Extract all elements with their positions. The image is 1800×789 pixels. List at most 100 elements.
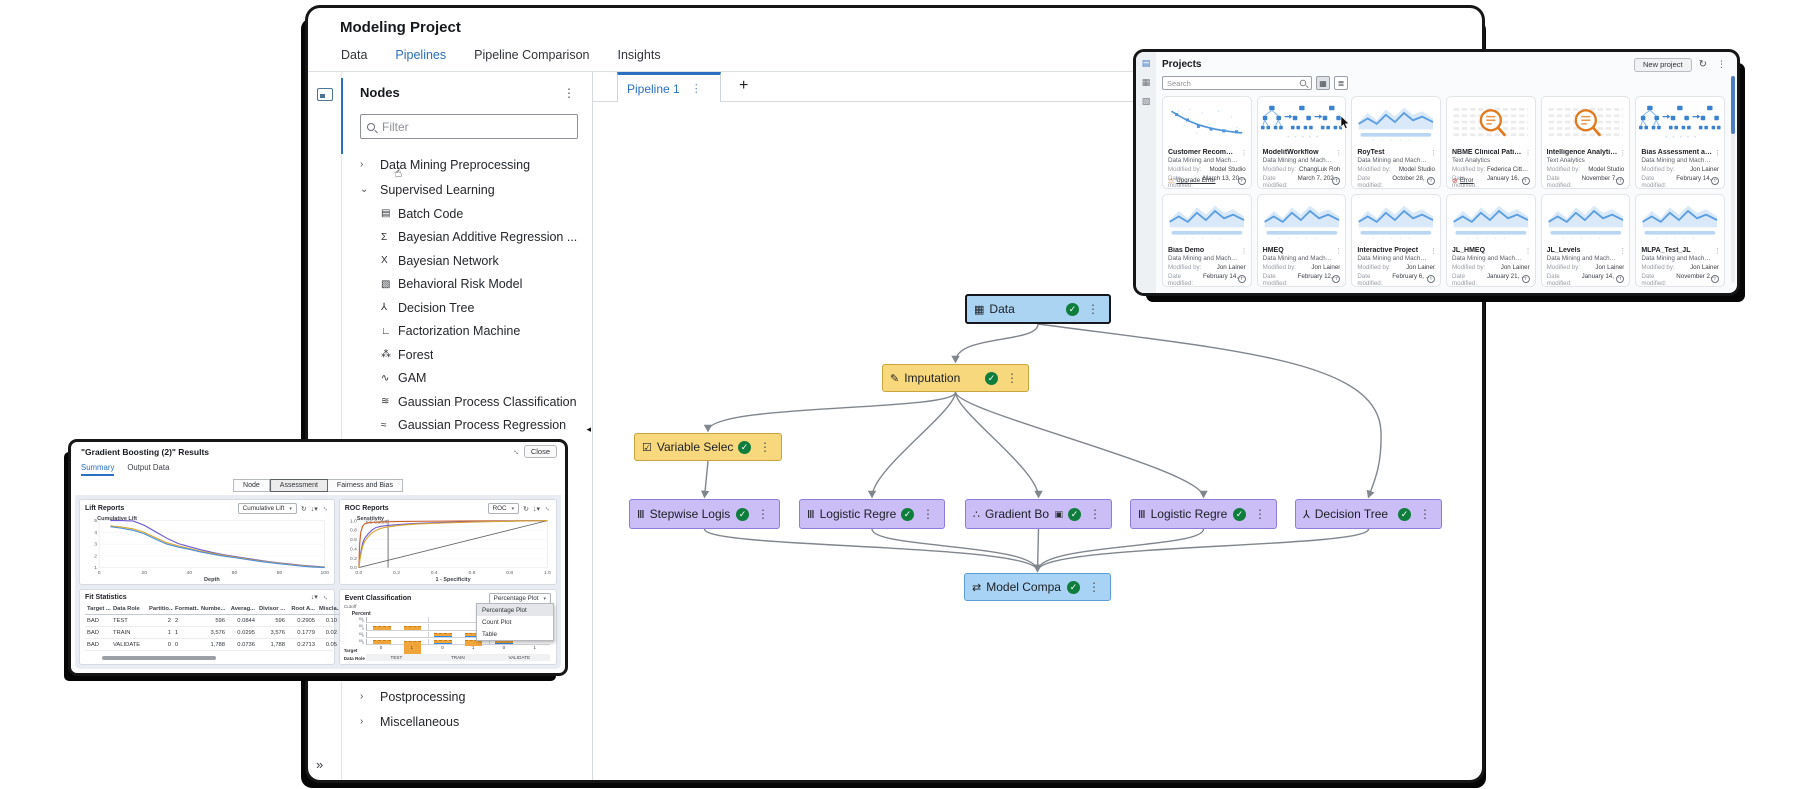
tab-data[interactable]: Data [341,48,368,62]
node-item-forest[interactable]: ⁂Forest [381,347,434,362]
node-menu-icon[interactable]: ⋮ [1254,507,1266,521]
pipeline-tab[interactable]: Pipeline 1 ⋮ [617,72,721,102]
info-icon[interactable]: i [1521,176,1530,185]
menu-item-percentage-plot[interactable]: Percentage Plot [477,604,553,617]
lift-select[interactable]: Cumulative Lift▾ [237,503,297,514]
projects-rail-icon-1[interactable]: ▤ [1141,58,1151,68]
node-group-postprocessing[interactable]: ›Postprocessing [360,689,466,704]
project-tile-menu-icon[interactable]: ⋮ [1240,150,1248,157]
node-menu-icon[interactable]: ⋮ [1006,371,1018,385]
project-tile[interactable]: Intelligence Analytics (Read-O... Text A… [1540,96,1631,189]
project-tile[interactable]: Bias Assessment and Mitigation Data Mini… [1635,96,1725,189]
expand-icon[interactable]: ↔ [542,503,553,514]
node-item-gam[interactable]: ∿GAM [381,371,427,386]
project-tile[interactable]: RoyTest Data Mining and Machine Learning… [1351,96,1441,189]
project-tile[interactable]: MLPA_Test_JL Data Mining and Machine Lea… [1635,194,1725,287]
project-tile-menu-icon[interactable]: ⋮ [1619,150,1627,157]
project-tile[interactable]: Interactive Project Data Mining and Mach… [1351,194,1441,287]
project-tile-menu-icon[interactable]: ⋮ [1335,150,1343,157]
node-item-gaussian-process-classification[interactable]: ≋Gaussian Process Classification [381,394,577,409]
project-tile-menu-icon[interactable]: ⋮ [1240,248,1248,255]
refresh-icon[interactable]: ↻ [1698,59,1707,70]
info-icon[interactable]: i [1521,274,1530,283]
project-tile[interactable]: Bias Demo Data Mining and Machine Learni… [1162,194,1252,287]
project-tile-menu-icon[interactable]: ⋮ [1524,150,1532,157]
menu-item-count-plot[interactable]: Count Plot [482,618,512,626]
projects-menu-icon[interactable]: ⋮ [1717,59,1726,69]
refresh-icon[interactable]: ↻ [300,505,307,513]
roc-select[interactable]: ROC▾ [487,503,520,514]
info-icon[interactable]: i [1237,176,1246,185]
project-tile[interactable]: HMEQ Data Mining and Machine Learning ⋮ … [1256,194,1347,287]
tab-pipeline-comparison[interactable]: Pipeline Comparison [474,48,590,62]
info-icon[interactable]: i [1710,274,1719,283]
project-tile[interactable]: NBME Clinical Patient Notes (R... Text A… [1445,96,1536,189]
info-icon[interactable]: i [1237,274,1246,283]
project-tile-menu-icon[interactable]: ⋮ [1429,150,1437,157]
node-group-data-mining-preprocessing[interactable]: ›Data Mining Preprocessing [360,157,531,172]
sidebar-resize-handle[interactable]: ◂ [586,424,591,434]
project-tile[interactable]: JL_HMEQ Data Mining and Machine Learning… [1445,194,1536,287]
tab-output-data[interactable]: Output Data [127,463,170,472]
projects-search-input[interactable] [1167,78,1299,88]
add-pipeline-button[interactable]: + [739,77,749,94]
node-item-behavioral-risk-model[interactable]: ▧Behavioral Risk Model [381,277,523,292]
project-tile-menu-icon[interactable]: ⋮ [1429,248,1437,255]
project-tile[interactable]: Customer Recommendation E... Data Mining… [1162,96,1252,189]
download-icon[interactable]: ↓▾ [310,594,318,602]
project-tile-menu-icon[interactable]: ⋮ [1619,248,1627,255]
node-menu-icon[interactable]: ⋮ [1419,507,1431,521]
node-menu-icon[interactable]: ⋮ [1087,302,1099,316]
pipeline-node-imputation[interactable]: ✎Imputation✓⋮ [882,364,1029,392]
pipeline-node-data[interactable]: ▦Data✓⋮ [965,294,1111,324]
chevron-right-icon[interactable]: › [360,716,364,727]
info-icon[interactable]: i [1426,176,1435,185]
download-icon[interactable]: ↓▾ [532,505,540,513]
project-tile-menu-icon[interactable]: ⋮ [1335,248,1343,255]
list-view-toggle[interactable]: ≣ [1334,76,1348,90]
info-icon[interactable]: i [1710,176,1719,185]
projects-scrollbar-thumb[interactable] [1731,76,1735,134]
tab-insights[interactable]: Insights [617,48,661,62]
download-icon[interactable]: ↓▾ [310,505,318,513]
table-horizontal-scrollbar[interactable] [102,656,217,660]
pipeline-canvas[interactable]: ▦Data✓⋮ ✎Imputation✓⋮ ☑Variable Select...✓… [593,102,1482,780]
node-item-factorization-machine[interactable]: ∟Factorization Machine [381,324,521,339]
projects-search-box[interactable] [1162,76,1312,90]
info-icon[interactable]: i [1332,274,1341,283]
node-menu-icon[interactable]: ⋮ [759,440,771,454]
info-icon[interactable]: i [1616,176,1625,185]
node-menu-icon[interactable]: ⋮ [1088,580,1100,594]
node-item-gaussian-process-regression[interactable]: ≈Gaussian Process Regression [381,418,567,433]
projects-scrollbar[interactable] [1731,76,1735,283]
pipeline-node-dectree[interactable]: ⅄Decision Tree✓⋮ [1295,499,1442,529]
node-menu-icon[interactable]: ⋮ [1089,507,1101,521]
chevron-right-icon[interactable]: › [360,159,364,170]
segment-fairness[interactable]: Fairness and Bias [327,479,403,492]
node-item-batch-code[interactable]: ▤Batch Code [381,206,464,221]
filter-box[interactable] [360,114,578,139]
maximize-icon[interactable]: ↔ [510,445,524,458]
chevron-right-icon[interactable]: › [360,691,364,702]
status-badge[interactable]: ⚠Upgrade Error [1168,177,1216,185]
node-group-miscellaneous[interactable]: ›Miscellaneous [360,714,460,729]
pipeline-node-modelcomp[interactable]: ⇄Model Compa...✓⋮ [964,573,1111,601]
expand-icon[interactable]: ↔ [320,592,331,603]
chevron-down-icon[interactable]: ⌄ [360,184,369,195]
project-tile[interactable]: JL_Levels Data Mining and Machine Learni… [1540,194,1631,287]
filter-input[interactable] [382,119,571,134]
pipeline-node-varsel[interactable]: ☑Variable Select...✓⋮ [634,433,782,461]
pipeline-node-gradbo[interactable]: ∴Gradient Bo...▣✓⋮ [965,499,1112,529]
projects-rail-icon-3[interactable]: ▧ [1141,96,1151,106]
grid-view-toggle[interactable]: ▦ [1316,76,1330,90]
node-menu-icon[interactable]: ⋮ [757,507,769,521]
status-badge[interactable]: ⊘Error [1451,177,1474,185]
